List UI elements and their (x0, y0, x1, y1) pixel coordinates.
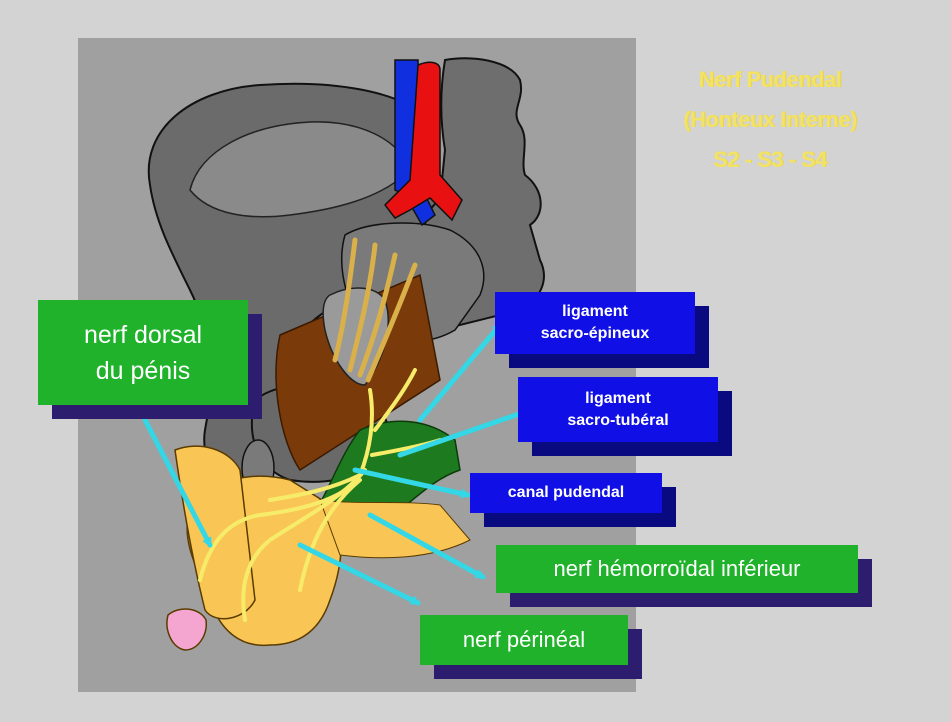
label-sacro-epineux-line-2: sacro-épineux (541, 323, 649, 345)
label-ligament-sacro-tuberal: ligament sacro-tubéral (518, 377, 718, 442)
label-nerf-dorsal: nerf dorsal du pénis (38, 300, 248, 405)
label-nerf-perineal: nerf périnéal (420, 615, 628, 665)
label-canal-pudendal: canal pudendal (470, 473, 662, 513)
title-line-2: (Honteux Interne) (640, 100, 900, 140)
glans (167, 609, 206, 650)
label-nerf-hemorroidal-text: nerf hémorroïdal inférieur (553, 556, 800, 582)
label-ligament-sacro-epineux: ligament sacro-épineux (495, 292, 695, 354)
title-line-1: Nerf Pudendal (640, 60, 900, 100)
diagram-title: Nerf Pudendal (Honteux Interne) S2 - S3 … (640, 60, 900, 180)
label-nerf-dorsal-line-1: nerf dorsal (84, 317, 202, 353)
label-canal-pudendal-text: canal pudendal (508, 484, 624, 502)
label-sacro-epineux-line-1: ligament (562, 301, 628, 323)
label-sacro-tuberal-line-2: sacro-tubéral (567, 410, 668, 432)
label-nerf-perineal-text: nerf périnéal (463, 627, 585, 653)
label-nerf-dorsal-line-2: du pénis (96, 353, 191, 389)
label-nerf-hemorroidal: nerf hémorroïdal inférieur (496, 545, 858, 593)
title-line-3: S2 - S3 - S4 (640, 140, 900, 180)
label-sacro-tuberal-line-1: ligament (585, 388, 651, 410)
